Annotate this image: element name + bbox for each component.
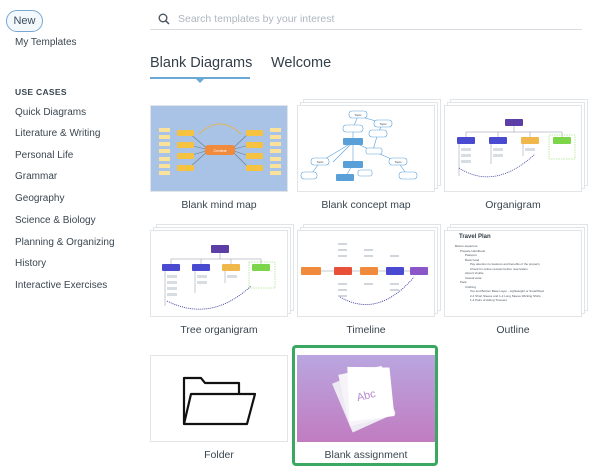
outline-line: 2-4 Short Sleeve and 1-2 Long Sleeve Wic… bbox=[470, 293, 541, 298]
outline-line: Airport shuttle bbox=[465, 271, 484, 275]
svg-text:Topic: Topic bbox=[316, 160, 324, 164]
template-label: Blank mind map bbox=[181, 199, 257, 211]
sidebar-item-geography[interactable]: Geography bbox=[15, 193, 65, 204]
paper-stack-icon: Abc bbox=[332, 365, 396, 433]
selected-card-outline bbox=[292, 345, 438, 466]
search-bar bbox=[150, 8, 582, 30]
sidebar-item-grammar[interactable]: Grammar bbox=[15, 171, 58, 182]
template-label: Blank assignment bbox=[324, 449, 408, 461]
svg-text:Topic: Topic bbox=[379, 122, 387, 126]
outline-thumbnail: Travel Plan Before departure Prepare Han… bbox=[444, 230, 582, 317]
outline-line: Pay attention to features and benefits o… bbox=[470, 262, 540, 266]
folder-icon bbox=[182, 376, 257, 426]
outline-lines: Before departure Prepare Handbook Passpo… bbox=[455, 244, 544, 303]
sidebar-item-quick-diagrams[interactable]: Quick Diagrams bbox=[15, 107, 87, 118]
sidebar-item-personal-life[interactable]: Personal Life bbox=[15, 150, 74, 161]
template-label: Outline bbox=[496, 324, 530, 336]
sidebar-item-science-biology[interactable]: Science & Biology bbox=[15, 215, 96, 226]
outline-line: Prepare Handbook bbox=[460, 248, 486, 253]
sidebar-item-literature-writing[interactable]: Literature & Writing bbox=[15, 128, 101, 139]
template-label: Timeline bbox=[346, 324, 386, 336]
outline-line: Top and Bottom Base Layer - Lightweight … bbox=[470, 289, 544, 293]
sidebar-item-interactive-exercises[interactable]: Interactive Exercises bbox=[15, 280, 108, 291]
svg-text:Topic: Topic bbox=[354, 113, 362, 117]
sidebar-item-history[interactable]: History bbox=[15, 258, 47, 269]
new-button[interactable]: New bbox=[6, 10, 43, 32]
template-label: Folder bbox=[204, 449, 234, 461]
sidebar: New My Templates USE CASES Quick Diagram… bbox=[0, 0, 135, 476]
search-icon bbox=[158, 13, 170, 25]
svg-text:Topic: Topic bbox=[394, 160, 402, 164]
tab-welcome[interactable]: Welcome bbox=[271, 55, 332, 71]
my-templates-link[interactable]: My Templates bbox=[15, 37, 77, 48]
template-label: Organigram bbox=[485, 199, 541, 211]
outline-title: Travel Plan bbox=[459, 234, 491, 240]
tree-organigram-thumbnail bbox=[150, 230, 288, 317]
outline-line: Check for online reviews before reservat… bbox=[470, 266, 528, 271]
template-label: Blank concept map bbox=[321, 199, 411, 211]
use-cases-heading: USE CASES bbox=[15, 87, 67, 97]
template-label: Tree organigram bbox=[180, 324, 258, 336]
outline-line: Book hotel bbox=[465, 257, 480, 262]
search-input[interactable] bbox=[178, 12, 558, 25]
timeline-thumbnail bbox=[297, 230, 435, 317]
outline-line: Casual wear bbox=[465, 275, 482, 280]
outline-line: Pack bbox=[460, 280, 467, 284]
svg-text:Central: Central bbox=[214, 148, 227, 153]
sidebar-item-planning-organizing[interactable]: Planning & Organizing bbox=[15, 237, 115, 248]
assignment-text: Abc bbox=[356, 388, 378, 404]
outline-line: 1-2 Pairs of Hiking Trousers bbox=[470, 298, 508, 302]
assignment-thumbnail: Abc bbox=[297, 355, 435, 442]
mindmap-thumbnail: Central bbox=[150, 105, 288, 192]
outline-line: Before departure bbox=[455, 244, 478, 248]
outline-line: Passport bbox=[465, 253, 477, 257]
organigram-thumbnail bbox=[444, 105, 582, 192]
active-tab-caret bbox=[194, 77, 206, 83]
folder-thumbnail bbox=[150, 355, 288, 442]
tab-blank-diagrams[interactable]: Blank Diagrams bbox=[150, 55, 253, 71]
outline-line: Clothing bbox=[465, 284, 477, 289]
